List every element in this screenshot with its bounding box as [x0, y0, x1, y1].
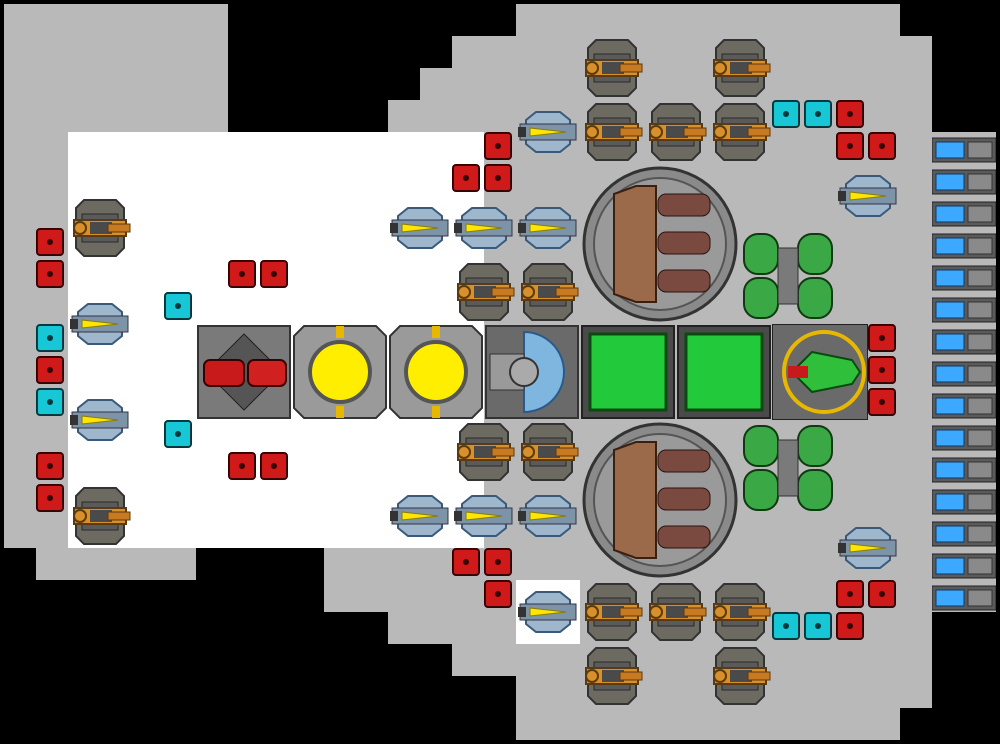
- thruster-icon[interactable]: [932, 392, 996, 420]
- thruster-icon[interactable]: [932, 296, 996, 324]
- missile-bay-icon[interactable]: [580, 164, 740, 324]
- laser-icon[interactable]: [516, 196, 580, 260]
- cannon-icon[interactable]: [580, 580, 644, 644]
- ammo-box-icon[interactable]: [868, 388, 896, 416]
- laser-icon[interactable]: [68, 388, 132, 452]
- ammo-box-icon[interactable]: [36, 452, 64, 480]
- ammo-box-icon[interactable]: [36, 260, 64, 288]
- bridge-icon[interactable]: [772, 324, 868, 420]
- capacitor-icon[interactable]: [164, 292, 192, 320]
- laser-icon[interactable]: [68, 292, 132, 356]
- ammo-box-icon[interactable]: [868, 132, 896, 160]
- capacitor-icon[interactable]: [804, 100, 832, 128]
- cannon-icon[interactable]: [68, 484, 132, 548]
- laser-icon[interactable]: [452, 196, 516, 260]
- reactor-icon[interactable]: [388, 324, 484, 420]
- cannon-icon[interactable]: [452, 420, 516, 484]
- cannon-icon[interactable]: [580, 100, 644, 164]
- cannon-icon[interactable]: [580, 36, 644, 100]
- thruster-icon[interactable]: [932, 360, 996, 388]
- ammo-box-icon[interactable]: [228, 260, 256, 288]
- ammo-box-icon[interactable]: [836, 100, 864, 128]
- cannon-icon[interactable]: [708, 100, 772, 164]
- cannon-icon[interactable]: [452, 260, 516, 324]
- ammo-box-icon[interactable]: [36, 484, 64, 512]
- thruster-icon[interactable]: [932, 584, 996, 612]
- laser-icon[interactable]: [388, 196, 452, 260]
- ammo-box-icon[interactable]: [836, 132, 864, 160]
- thruster-icon[interactable]: [932, 168, 996, 196]
- ammo-box-icon[interactable]: [868, 580, 896, 608]
- thruster-icon[interactable]: [932, 264, 996, 292]
- shield-generator-icon[interactable]: [676, 324, 772, 420]
- reactor-icon[interactable]: [292, 324, 388, 420]
- cannon-icon[interactable]: [580, 644, 644, 708]
- ammo-box-icon[interactable]: [836, 580, 864, 608]
- cannon-icon[interactable]: [708, 644, 772, 708]
- sensor-icon[interactable]: [484, 324, 580, 420]
- fuel-tank-icon[interactable]: [740, 228, 836, 324]
- cannon-icon[interactable]: [68, 196, 132, 260]
- laser-icon[interactable]: [388, 484, 452, 548]
- capacitor-icon[interactable]: [36, 388, 64, 416]
- ammo-box-icon[interactable]: [228, 452, 256, 480]
- cannon-icon[interactable]: [644, 100, 708, 164]
- thruster-icon[interactable]: [932, 488, 996, 516]
- laser-icon[interactable]: [836, 516, 900, 580]
- capacitor-icon[interactable]: [772, 612, 800, 640]
- ammo-box-icon[interactable]: [260, 260, 288, 288]
- capacitor-icon[interactable]: [164, 420, 192, 448]
- ammo-box-icon[interactable]: [484, 580, 512, 608]
- thruster-icon[interactable]: [932, 200, 996, 228]
- cannon-icon[interactable]: [644, 580, 708, 644]
- ammo-box-icon[interactable]: [36, 356, 64, 384]
- capacitor-icon[interactable]: [804, 612, 832, 640]
- ammo-box-icon[interactable]: [484, 164, 512, 192]
- cannon-icon[interactable]: [516, 260, 580, 324]
- thruster-icon[interactable]: [932, 424, 996, 452]
- ammo-box-icon[interactable]: [484, 132, 512, 160]
- ammo-box-icon[interactable]: [452, 164, 480, 192]
- ammo-box-icon[interactable]: [868, 324, 896, 352]
- ammo-box-icon[interactable]: [836, 612, 864, 640]
- laser-icon[interactable]: [836, 164, 900, 228]
- thruster-icon[interactable]: [932, 456, 996, 484]
- laser-icon[interactable]: [452, 484, 516, 548]
- ammo-box-icon[interactable]: [484, 548, 512, 576]
- ammo-box-icon[interactable]: [36, 228, 64, 256]
- thruster-icon[interactable]: [932, 136, 996, 164]
- cannon-icon[interactable]: [708, 36, 772, 100]
- thruster-icon[interactable]: [932, 328, 996, 356]
- capacitor-icon[interactable]: [36, 324, 64, 352]
- thruster-icon[interactable]: [932, 232, 996, 260]
- missile-bay-icon[interactable]: [580, 420, 740, 580]
- capacitor-icon[interactable]: [772, 100, 800, 128]
- thruster-icon[interactable]: [932, 552, 996, 580]
- ammo-box-icon[interactable]: [260, 452, 288, 480]
- laser-icon[interactable]: [516, 484, 580, 548]
- thruster-icon[interactable]: [932, 520, 996, 548]
- cannon-icon[interactable]: [516, 420, 580, 484]
- fuel-tank-icon[interactable]: [740, 420, 836, 516]
- laser-icon[interactable]: [516, 100, 580, 164]
- shield-generator-icon[interactable]: [580, 324, 676, 420]
- laser-icon[interactable]: [516, 580, 580, 644]
- cannon-icon[interactable]: [708, 580, 772, 644]
- ammo-box-icon[interactable]: [452, 548, 480, 576]
- heavy-reactor-icon[interactable]: [196, 324, 292, 420]
- ammo-box-icon[interactable]: [868, 356, 896, 384]
